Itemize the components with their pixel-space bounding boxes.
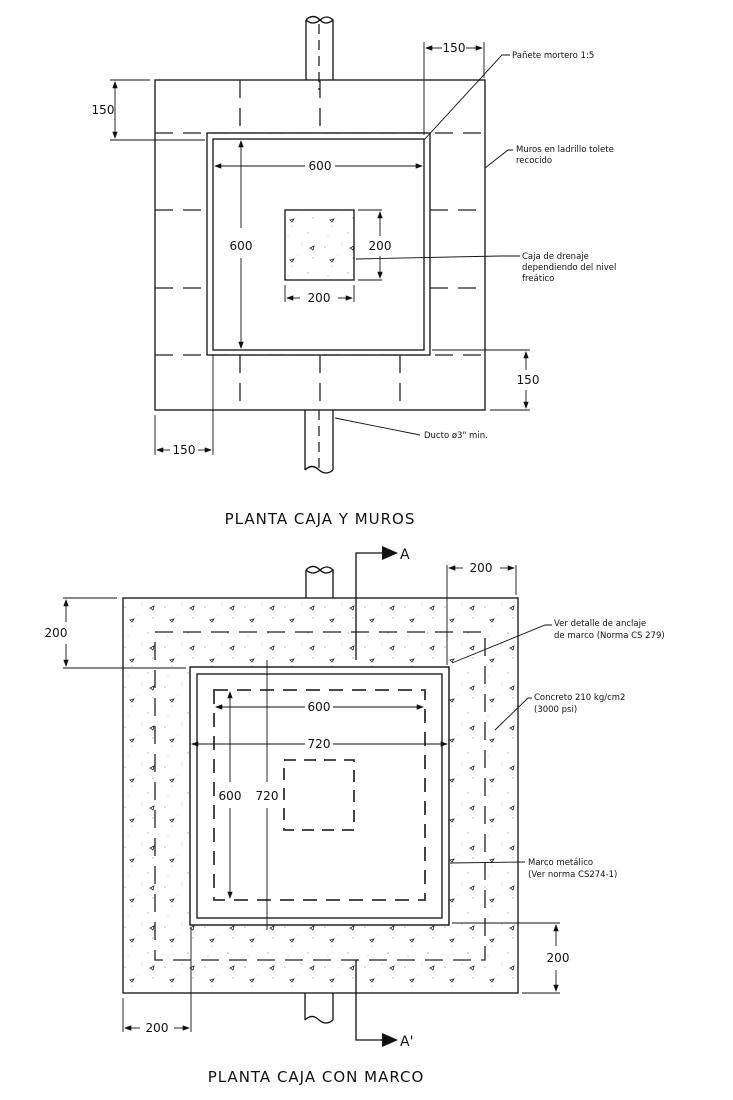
note-drain-2: dependiendo del nivel — [522, 263, 616, 273]
wall-inner-face — [206, 132, 431, 356]
metal-frame-inner — [196, 673, 443, 919]
note-plaster: Pañete mortero 1:5 — [512, 51, 594, 61]
dim-inner-height: 600 — [230, 239, 253, 253]
dim-inner-width: 600 — [309, 159, 332, 173]
drawing-2-title: PLANTA CAJA CON MARCO — [208, 1068, 425, 1086]
dim-frame-width: 720 — [308, 737, 331, 751]
leader-lines-2 — [449, 624, 552, 864]
dim-wall-right-top: 150 — [443, 41, 466, 55]
section-cut-a — [355, 546, 398, 1047]
note-drain-3: freático — [522, 274, 554, 284]
dim-right-bottom: 200 — [547, 951, 570, 965]
dim-wall-top: 150 — [92, 103, 115, 117]
plaster-line — [212, 138, 425, 351]
note-walls-1: Muros en ladrillo tolete — [516, 145, 614, 155]
dim-drain-width: 200 — [308, 291, 331, 305]
note-concrete-1: Concreto 210 kg/cm2 — [534, 693, 625, 703]
bottom-duct-pipe-2 — [304, 993, 334, 1024]
dimension-lines — [110, 42, 530, 455]
dim-inner-height-2: 600 — [219, 789, 242, 803]
note-concrete-2: (3000 psi) — [534, 705, 577, 715]
top-duct-pipe — [305, 15, 334, 90]
section-label-a: A — [400, 547, 410, 563]
inner-box-hidden — [213, 689, 426, 901]
note-walls-2: recocido — [516, 156, 552, 166]
dim-wall-bottom-left: 150 — [173, 443, 196, 457]
drawing-1-title: PLANTA CAJA Y MUROS — [225, 510, 416, 528]
dim-inner-width-2: 600 — [308, 700, 331, 714]
bottom-duct-pipe — [304, 410, 334, 474]
dim-frame-height: 720 — [256, 789, 279, 803]
note-anchor-1: Ver detalle de anclaje — [554, 619, 646, 629]
dim-drain-height: 200 — [369, 239, 392, 253]
wall-hidden-line — [154, 631, 486, 961]
drain-box — [284, 209, 355, 281]
brick-joints — [155, 80, 485, 410]
dim-top-right: 200 — [470, 561, 493, 575]
plan-box-with-frame: A A' — [45, 546, 665, 1086]
section-label-a-prime: A' — [400, 1034, 413, 1050]
dim-wall-bottom-right: 150 — [517, 373, 540, 387]
note-frame-2: (Ver norma CS274-1) — [528, 870, 617, 880]
plan-box-and-walls: 150 150 600 600 200 200 150 150 Pañete m… — [92, 15, 616, 528]
leader-lines — [334, 54, 520, 436]
note-duct: Ducto ø3" min. — [424, 431, 488, 441]
note-anchor-2: de marco (Norma CS 279) — [554, 631, 665, 641]
metal-frame-outer — [189, 666, 450, 926]
dim-left-top: 200 — [45, 626, 68, 640]
drain-box-hidden — [283, 759, 355, 831]
note-frame-1: Marco metálico — [528, 858, 593, 868]
top-duct-pipe-2 — [305, 565, 334, 598]
note-drain-1: Caja de drenaje — [522, 252, 589, 262]
dim-bottom-left: 200 — [146, 1021, 169, 1035]
dimension-lines-2 — [63, 565, 560, 1032]
